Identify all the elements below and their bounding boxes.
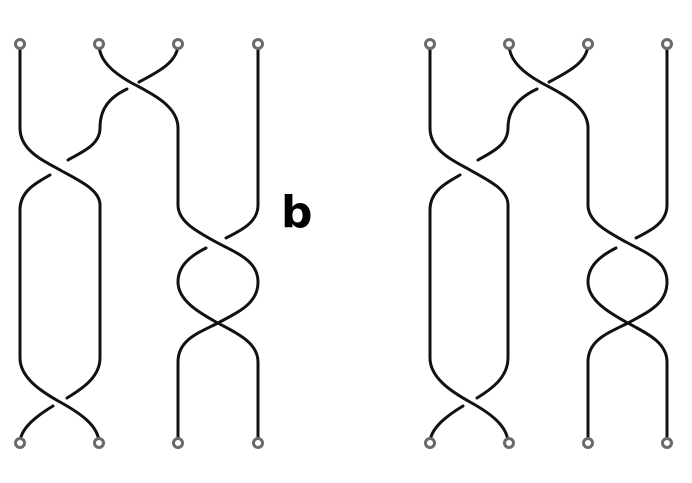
endpoint-node [252,38,264,50]
strand [97,42,260,445]
diagram-label: b [281,187,313,238]
strand [507,42,669,445]
strand [476,87,539,162]
strand [176,246,260,445]
endpoint-node [93,437,105,449]
braid-left [18,42,260,445]
strand [547,42,590,84]
endpoint-node [14,38,26,50]
endpoint-node [172,437,184,449]
strand [428,42,510,400]
endpoint-node [661,437,673,449]
endpoint-node [14,437,26,449]
strand [18,173,101,445]
endpoint-node [93,38,105,50]
endpoint-node [582,38,594,50]
strand [18,404,55,445]
endpoint-node [424,38,436,50]
strand [224,42,260,240]
strand [18,42,102,400]
strand [428,404,465,445]
strand [634,42,669,240]
endpoint-node [424,437,436,449]
strand [586,246,669,445]
braid-right-endpoints [424,38,673,449]
endpoint-node [582,437,594,449]
braid-left-endpoints [14,38,264,449]
endpoint-node [661,38,673,50]
strand [137,42,180,84]
endpoint-node [503,38,515,50]
strand [66,87,129,162]
endpoint-node [252,437,264,449]
endpoint-node [503,437,515,449]
endpoint-node [172,38,184,50]
braid-right [428,42,669,445]
strand [428,173,510,445]
